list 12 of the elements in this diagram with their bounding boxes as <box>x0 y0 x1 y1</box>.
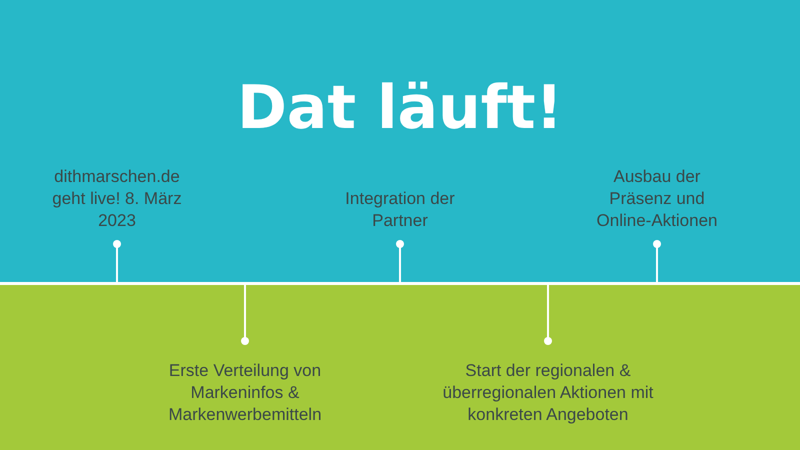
milestone-text: Integration der Partner <box>345 188 455 232</box>
leader-line <box>113 240 121 282</box>
milestone-text: dithmarschen.de geht live! 8. März 2023 <box>42 166 192 232</box>
leader-line <box>396 240 404 282</box>
leader-line <box>653 240 661 282</box>
leader-line <box>241 285 249 345</box>
milestone-text: Ausbau der Präsenz und Online-Aktionen <box>584 166 730 232</box>
title: Dat läuft! <box>236 72 564 145</box>
leader-line <box>544 285 552 345</box>
milestone-text: Start der regionalen & überregionalen Aktionen mit konkreten Angeboten <box>423 360 673 426</box>
milestone-text: Erste Verteilung von Markeninfos & Markenwerbemitteln <box>140 360 350 426</box>
timeline-line <box>0 282 800 285</box>
